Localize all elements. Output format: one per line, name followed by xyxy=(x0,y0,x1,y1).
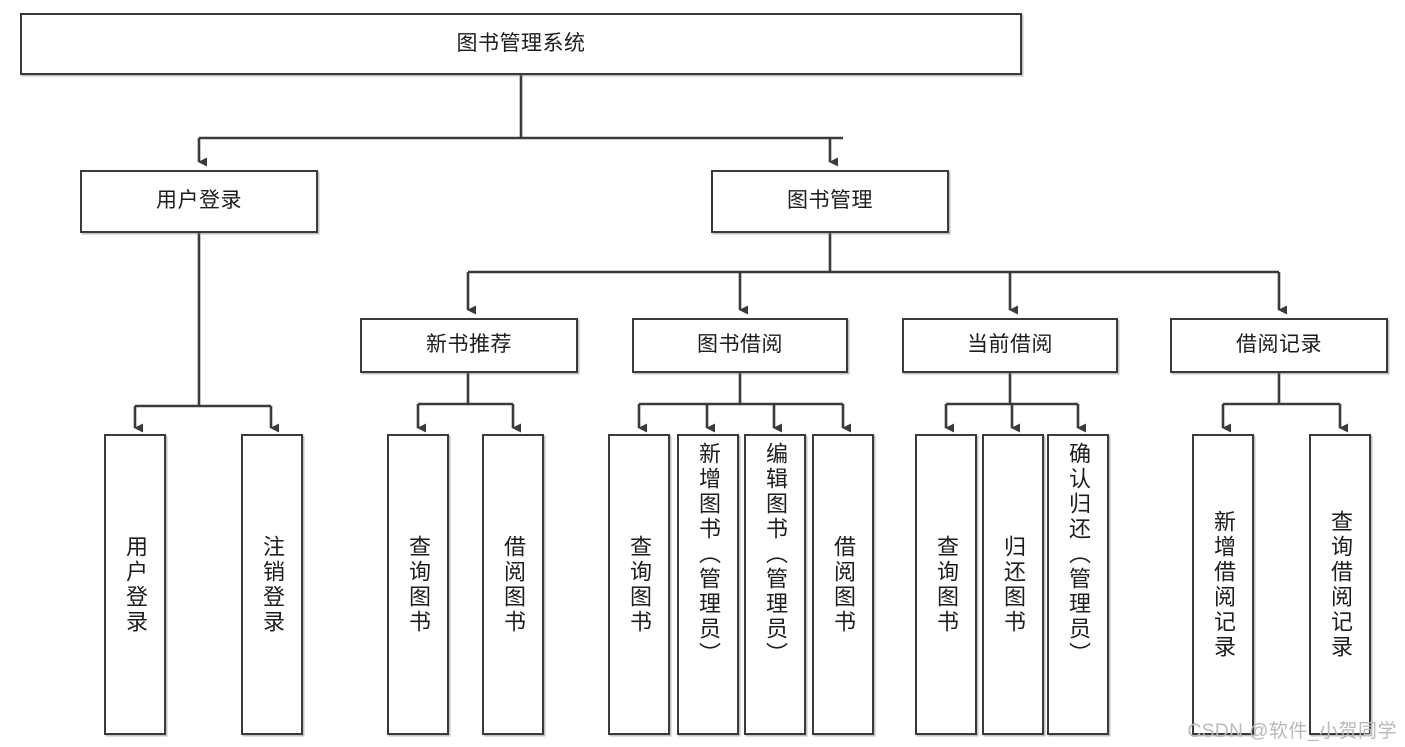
node-book-management[interactable]: 图书管理 xyxy=(711,170,949,233)
node-label: 编辑图书（管理员） xyxy=(763,442,788,667)
node-label: 新增图书（管理员） xyxy=(696,442,721,667)
node-label: 图书管理系统 xyxy=(456,31,586,55)
node-borrow-record[interactable]: 借阅记录 xyxy=(1170,318,1388,373)
node-label: 新增借阅记录 xyxy=(1211,509,1236,660)
node-label: 借阅图书 xyxy=(501,534,526,635)
node-label: 当前借阅 xyxy=(967,333,1053,357)
node-book-borrow[interactable]: 图书借阅 xyxy=(632,318,848,373)
node-label: 确认归还（管理员） xyxy=(1066,442,1091,667)
node-label: 借阅图书 xyxy=(831,534,856,635)
node-title-system[interactable]: 图书管理系统 xyxy=(20,13,1022,75)
node-label: 归还图书 xyxy=(1001,534,1026,635)
node-leaf-borrow-book-1[interactable]: 借阅图书 xyxy=(482,434,544,735)
node-leaf-query-book-2[interactable]: 查询图书 xyxy=(608,434,670,735)
node-label: 图书管理 xyxy=(787,189,873,213)
node-label: 注销登录 xyxy=(260,534,285,635)
node-label: 借阅记录 xyxy=(1236,333,1322,357)
node-label: 查询图书 xyxy=(934,534,959,635)
node-leaf-logout-login[interactable]: 注销登录 xyxy=(241,434,303,735)
node-leaf-add-book[interactable]: 新增图书（管理员） xyxy=(677,434,739,735)
node-leaf-add-record[interactable]: 新增借阅记录 xyxy=(1192,434,1254,735)
node-label: 查询图书 xyxy=(406,534,431,635)
node-current-borrow[interactable]: 当前借阅 xyxy=(902,318,1118,373)
node-label: 图书借阅 xyxy=(697,333,783,357)
node-leaf-confirm-return[interactable]: 确认归还（管理员） xyxy=(1047,434,1109,735)
node-label: 用户登录 xyxy=(156,189,242,213)
node-leaf-return-book[interactable]: 归还图书 xyxy=(982,434,1044,735)
node-new-book-recommend[interactable]: 新书推荐 xyxy=(360,318,578,373)
node-label: 用户登录 xyxy=(123,534,148,635)
node-leaf-user-login[interactable]: 用户登录 xyxy=(104,434,166,735)
node-leaf-query-book-3[interactable]: 查询图书 xyxy=(915,434,977,735)
node-user-login[interactable]: 用户登录 xyxy=(80,170,318,233)
node-leaf-edit-book[interactable]: 编辑图书（管理员） xyxy=(744,434,806,735)
node-leaf-borrow-book-2[interactable]: 借阅图书 xyxy=(812,434,874,735)
node-label: 新书推荐 xyxy=(426,333,512,357)
node-leaf-query-book-1[interactable]: 查询图书 xyxy=(387,434,449,735)
node-label: 查询借阅记录 xyxy=(1328,509,1353,660)
node-leaf-query-record[interactable]: 查询借阅记录 xyxy=(1309,434,1371,735)
node-label: 查询图书 xyxy=(627,534,652,635)
